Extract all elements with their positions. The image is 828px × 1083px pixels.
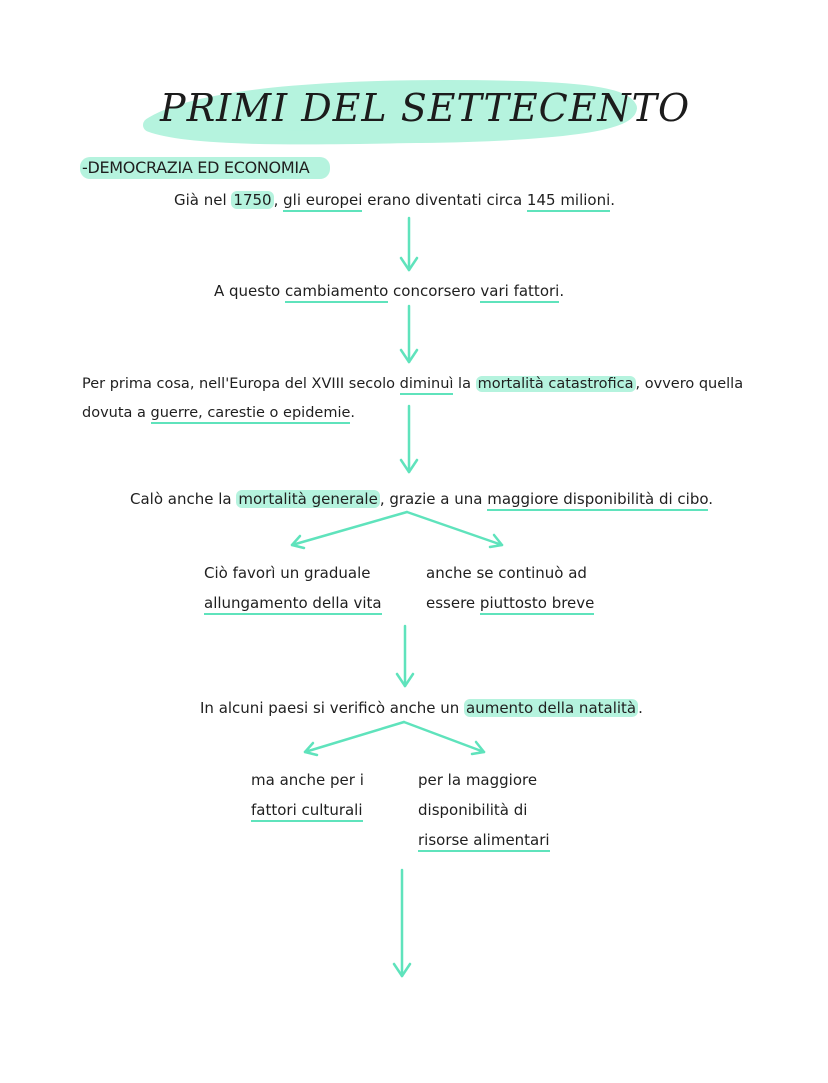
arrow-branch-left-icon — [303, 720, 406, 757]
arrow-down-icon — [392, 868, 412, 978]
arrow-down-icon — [399, 304, 419, 364]
page-title: PRIMI DEL SETTECENTO — [160, 86, 691, 130]
note-underline: diminuì — [399, 376, 454, 395]
note-text: Già nel — [174, 191, 232, 209]
arrow-down-icon — [399, 404, 419, 474]
note-birth-rate: In alcuni paesi si verificò anche un aum… — [200, 698, 643, 718]
note-highlight: mortalità generale — [236, 490, 380, 508]
note-text: disponibilità di — [418, 801, 528, 819]
note-still-short: anche se continuò ad essere piuttosto br… — [426, 558, 595, 618]
note-underline: maggiore disponibilità di cibo — [487, 490, 709, 511]
note-underline: piuttosto breve — [479, 594, 595, 615]
note-text: . — [638, 699, 643, 717]
note-factors: A questo cambiamento concorsero vari fat… — [214, 281, 565, 303]
note-underline: risorse alimentari — [418, 831, 550, 852]
note-europeans-population: Già nel 1750, gli europei erano diventat… — [174, 190, 616, 212]
note-food-resources: per la maggiore disponibilità di risorse… — [418, 765, 550, 855]
note-text: Calò anche la — [130, 490, 237, 508]
note-text: Per prima cosa, nell'Europa del XVIII se… — [82, 376, 400, 392]
note-catastrophic-mortality: Per prima cosa, nell'Europa del XVIII se… — [82, 370, 743, 428]
note-text: per la maggiore — [418, 771, 538, 789]
section-highlight — [80, 157, 330, 179]
arrow-branch-right-icon — [405, 510, 504, 549]
note-cultural-factors: ma anche per i fattori culturali — [251, 765, 364, 825]
note-text: , — [273, 191, 284, 209]
note-text: , ovvero quella — [635, 376, 744, 392]
note-underline: vari fattori — [480, 282, 560, 303]
note-text: . — [559, 282, 565, 300]
note-text: anche se continuò ad — [426, 564, 587, 582]
note-highlight: mortalità catastrofica — [475, 376, 636, 392]
note-text: . — [708, 490, 714, 508]
note-underline: gli europei — [283, 191, 363, 212]
arrow-down-icon — [399, 216, 419, 272]
note-text: A questo — [214, 282, 285, 300]
note-highlight: aumento della natalità — [464, 699, 639, 717]
note-text: erano diventati circa — [362, 191, 527, 209]
arrow-down-icon — [395, 624, 415, 688]
arrow-branch-right-icon — [402, 720, 486, 756]
note-underline: 145 milioni — [526, 191, 611, 212]
note-text: concorsero — [388, 282, 481, 300]
note-text: , grazie a una — [379, 490, 488, 508]
note-life-extension: Ciò favorì un graduale allungamento dell… — [204, 558, 382, 618]
section-heading: -DEMOCRAZIA ED ECONOMIA — [82, 158, 310, 177]
note-underline: guerre, carestie o epidemie — [150, 405, 351, 424]
note-text: In alcuni paesi si verificò anche un — [200, 699, 465, 717]
note-text: la — [453, 376, 476, 392]
note-underline: fattori culturali — [251, 801, 363, 822]
note-highlight: 1750 — [231, 191, 274, 209]
note-text: essere — [426, 594, 480, 612]
note-text: dovuta a — [82, 405, 151, 421]
note-general-mortality: Calò anche la mortalità generale, grazie… — [130, 489, 714, 511]
note-text: . — [610, 191, 616, 209]
note-underline: allungamento della vita — [204, 594, 382, 615]
arrow-branch-left-icon — [290, 510, 409, 550]
title-brush-highlight — [143, 80, 637, 145]
note-text: Ciò favorì un graduale — [204, 564, 371, 582]
note-underline: cambiamento — [284, 282, 389, 303]
note-text: ma anche per i — [251, 771, 364, 789]
note-text: . — [350, 405, 355, 421]
